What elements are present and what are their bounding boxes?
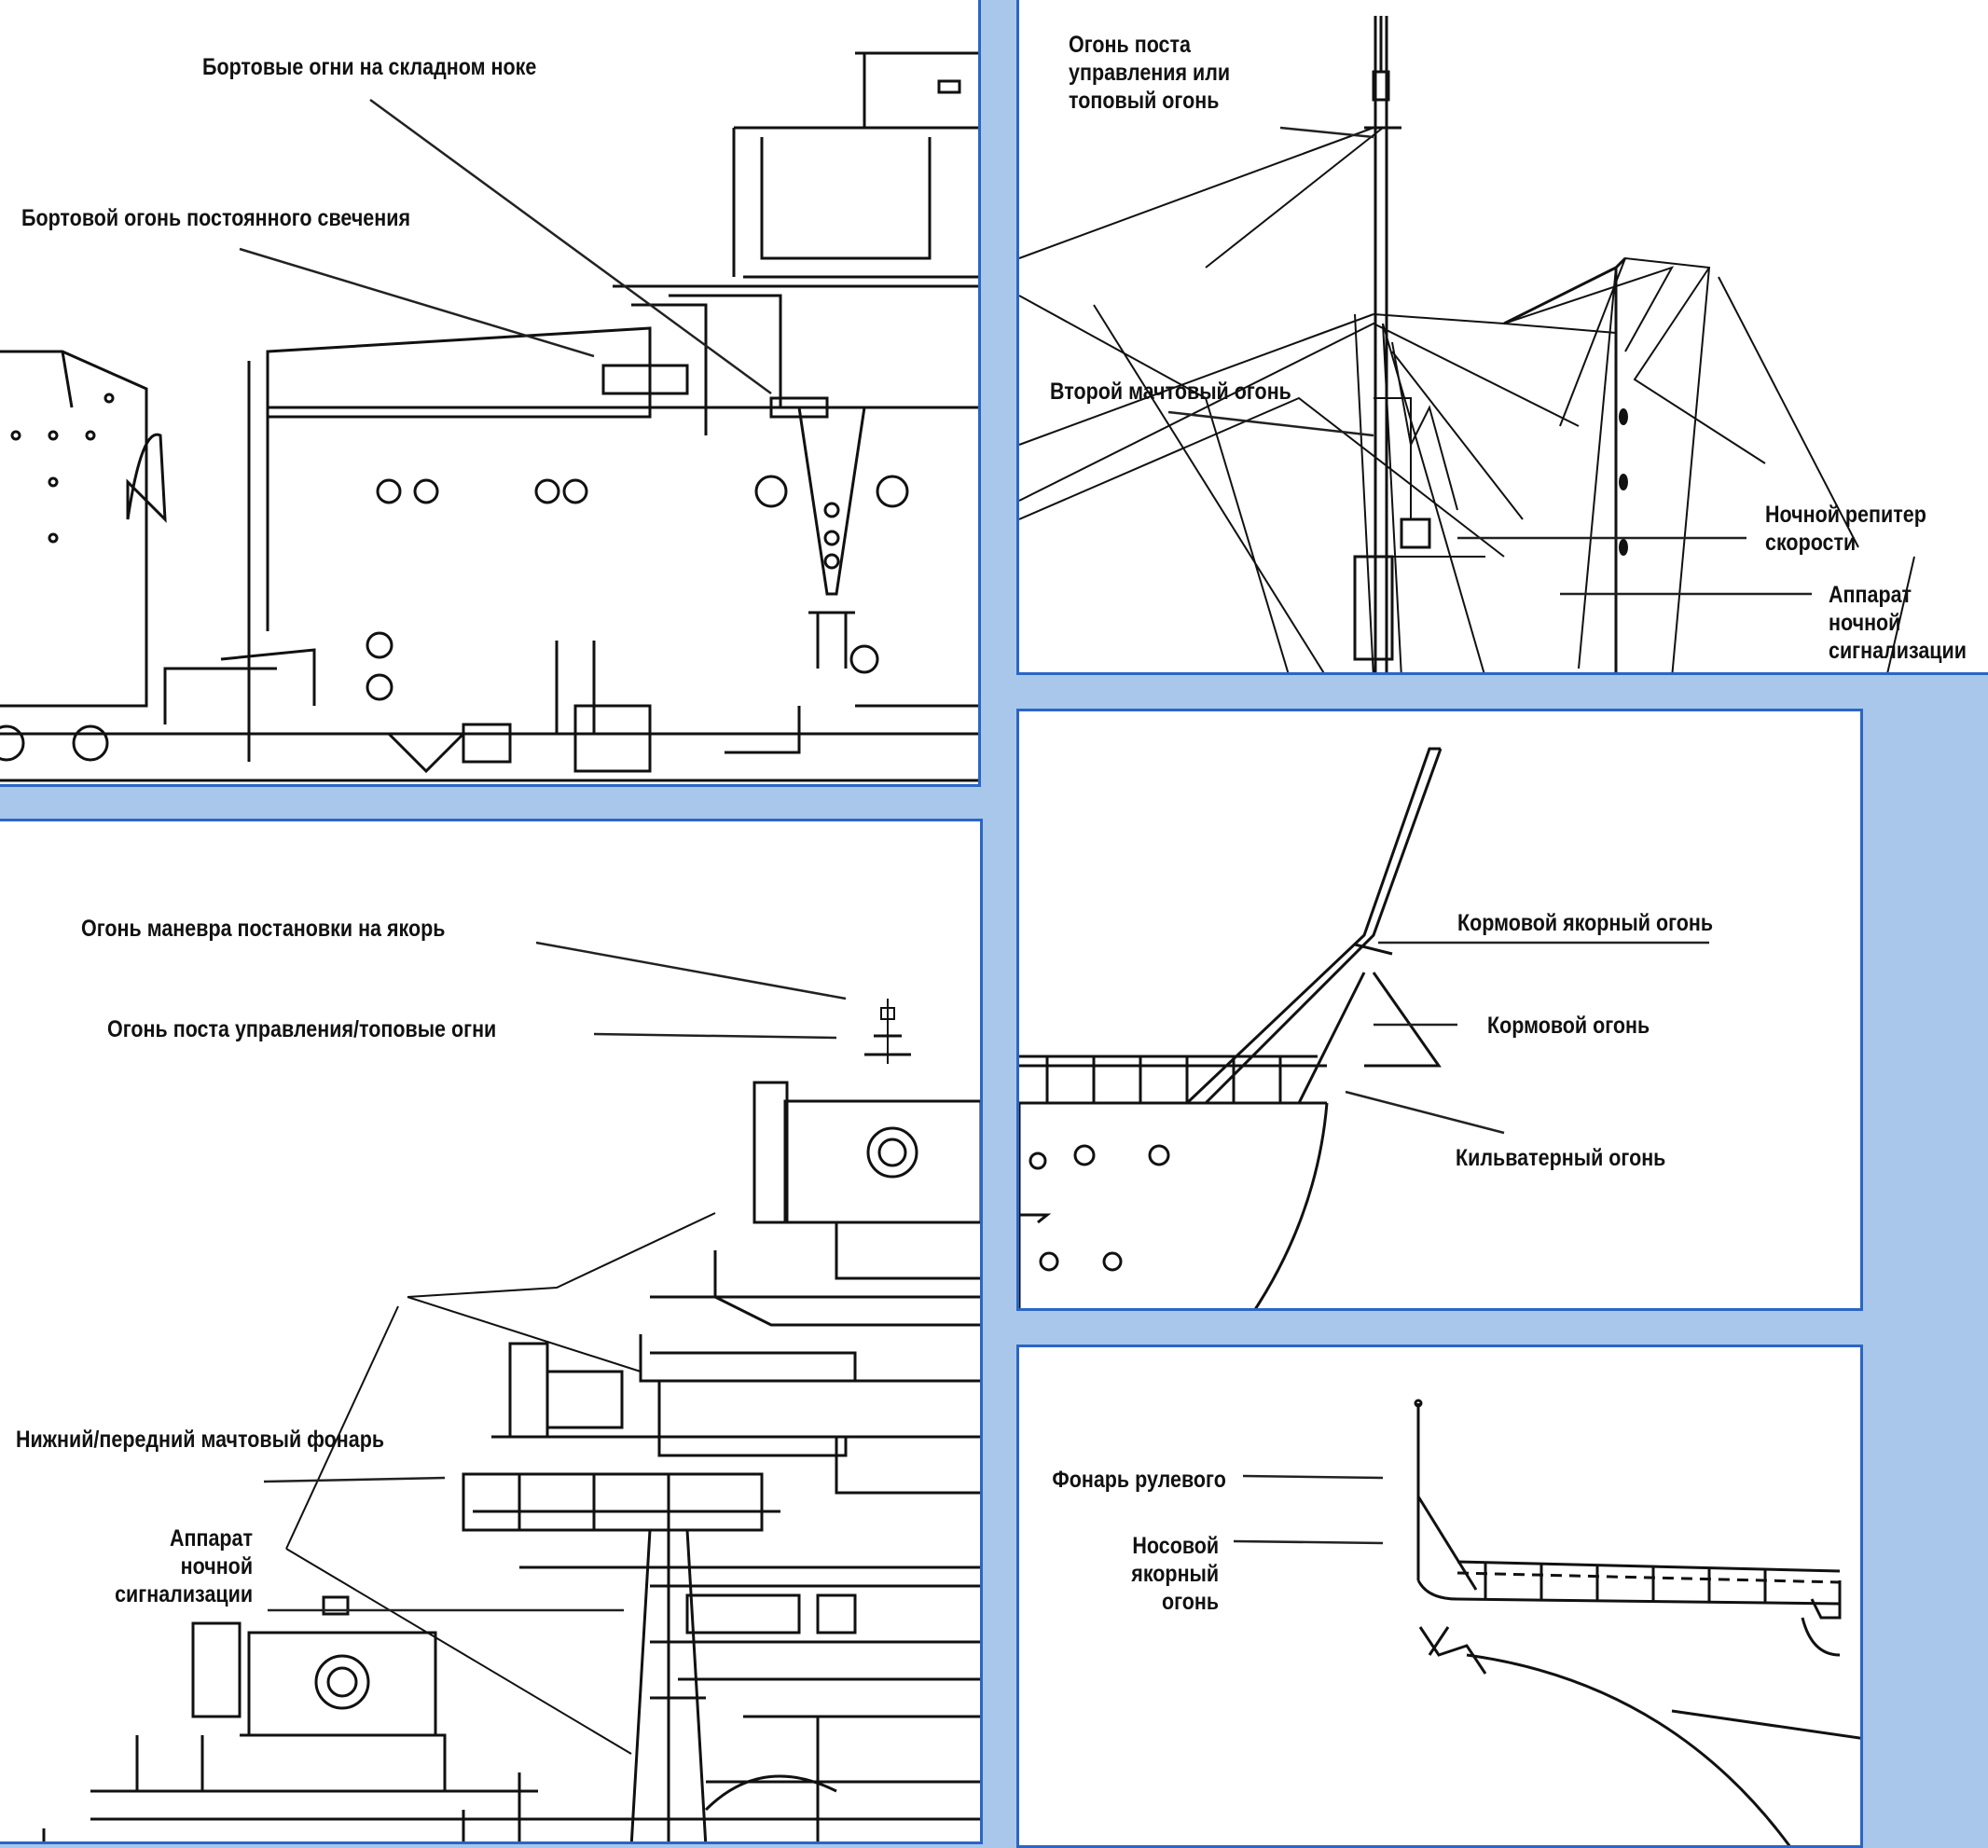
label-helmsman-lamp: Фонарь рулевого (1052, 1467, 1226, 1493)
label-night-signal-device-top: Аппарат ночной сигнализации (1829, 582, 1967, 664)
mast-drawing (1019, 0, 1988, 675)
panel-bow-lights: Фонарь рулевого Носовой якорный огонь (1016, 1345, 1863, 1848)
panel-bridge-side-lights: Бортовые огни на складном ноке Бортовой … (0, 0, 981, 787)
foremast-drawing (0, 821, 983, 1844)
label-stern-anchor-light: Кормовой якорный огонь (1457, 910, 1714, 936)
label-bow-anchor-light: Носовой якорный огонь (1131, 1533, 1219, 1615)
label-control-post-light: Огонь поста управления или топовый огонь (1069, 32, 1231, 114)
label-stern-light: Кормовой огонь (1487, 1013, 1650, 1039)
label-wake-light: Кильватерный огонь (1456, 1145, 1666, 1171)
label-anchoring-maneuver-light: Огонь маневра постановки на якорь (81, 916, 446, 942)
label-speed-repeater: Ночной репитер скорости (1765, 502, 1926, 556)
label-night-signal-device-bottom: Аппарат ночной сигнализации (115, 1525, 253, 1607)
label-folding-wing-lights: Бортовые огни на складном ноке (202, 54, 537, 80)
bow-drawing (1019, 1347, 1863, 1848)
label-second-mast-light: Второй мачтовый огонь (1050, 379, 1291, 405)
label-lower-forward-mast-lamp: Нижний/передний мачтовый фонарь (16, 1427, 385, 1453)
bridge-drawing (0, 0, 981, 787)
label-steady-side-light: Бортовой огонь постоянного свечения (21, 205, 411, 231)
label-control-post-masthead-lights: Огонь поста управления/топовые огни (107, 1016, 497, 1042)
panel-foremast-lights: Огонь маневра постановки на якорь Огонь … (0, 819, 983, 1844)
panel-mast-lights: Огонь поста управления или топовый огонь… (1016, 0, 1988, 675)
panel-stern-lights: Кормовой якорный огонь Кормовой огонь Ки… (1016, 709, 1863, 1311)
stern-drawing (1019, 711, 1863, 1311)
